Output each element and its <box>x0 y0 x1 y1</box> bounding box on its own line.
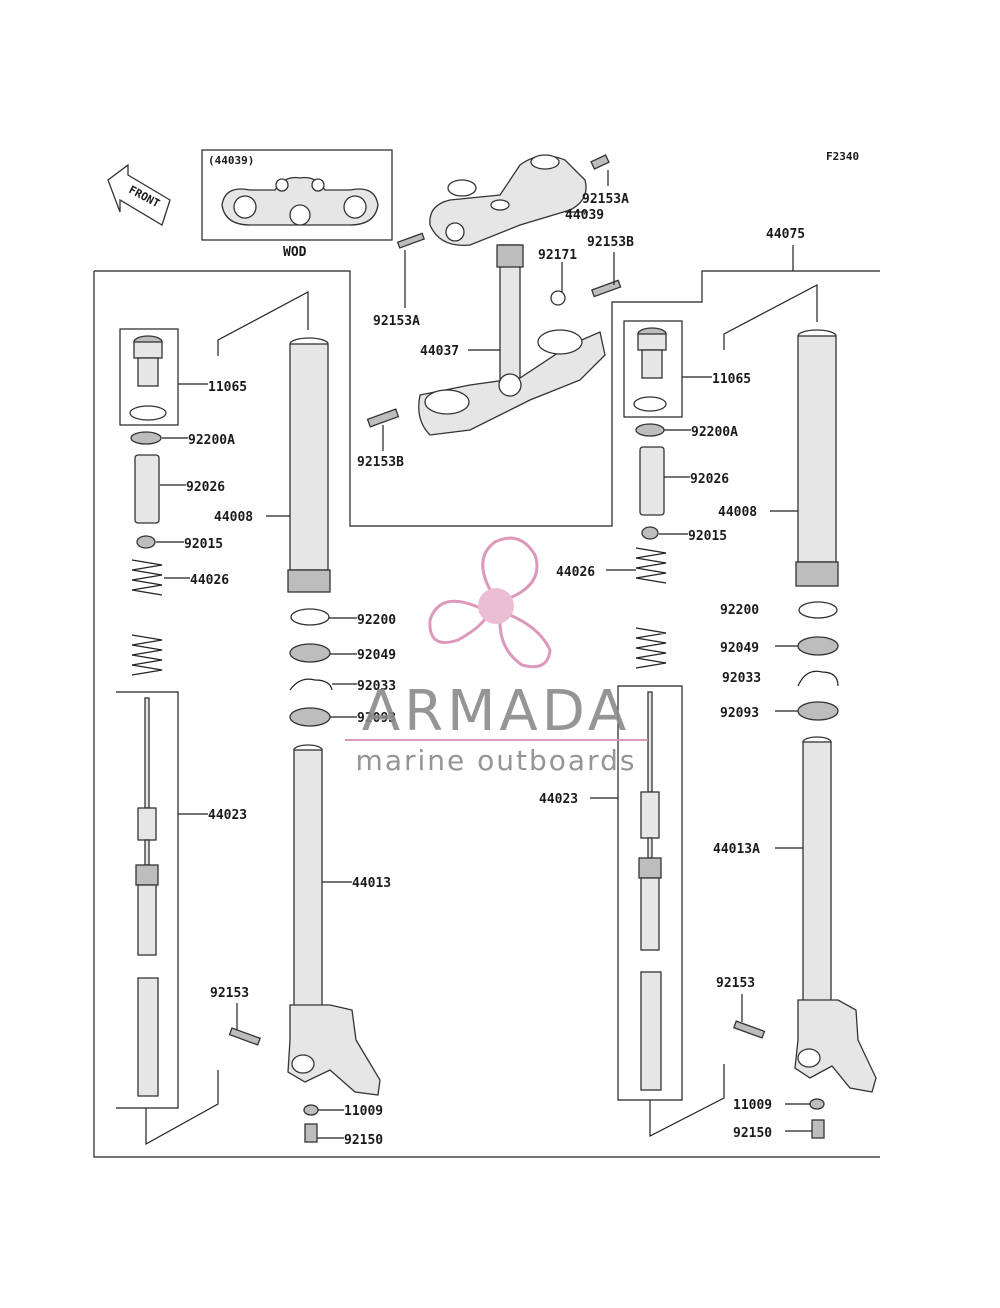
oil-seal-92093-icon <box>289 707 331 727</box>
figure-code: F2340 <box>826 150 859 163</box>
left-fork: 11065 92200A 92026 92015 44026 <box>116 291 396 1148</box>
fork-cap-icon <box>129 335 167 421</box>
label-l-44026: 44026 <box>190 573 229 588</box>
assembly-group-number: 44075 <box>766 227 805 242</box>
upper-clamp-44039-icon <box>429 154 587 246</box>
label-l-92026: 92026 <box>186 480 225 495</box>
label-l-92033: 92033 <box>357 679 396 694</box>
watermark-brand: ARMADA <box>362 679 630 744</box>
outer-tube-r-44008-icon <box>795 329 839 587</box>
label-r-92049: 92049 <box>720 641 759 656</box>
inset-part-number: (44039) <box>208 154 254 167</box>
spring-44026-icon <box>131 559 163 676</box>
watermark-tagline: marine outboards <box>356 744 637 777</box>
washer-r-11009-icon <box>809 1098 825 1110</box>
ring-r-92200-icon <box>798 601 838 619</box>
armada-watermark: ARMADA marine outboards <box>345 536 648 777</box>
label-44039: 44039 <box>565 208 604 223</box>
damper-rod-r-44023-icon <box>638 691 662 1091</box>
label-r-92033: 92033 <box>722 671 761 686</box>
label-r-92026: 92026 <box>690 472 729 487</box>
label-r-92200a: 92200A <box>691 425 738 440</box>
seal-92049-icon <box>289 643 331 663</box>
label-r-44026: 44026 <box>556 565 595 580</box>
label-l-44023: 44023 <box>208 808 247 823</box>
label-r-11009: 11009 <box>733 1098 772 1113</box>
frame-lines <box>93 245 880 1158</box>
inset-box: (44039) WOD <box>201 149 393 260</box>
label-l-11065: 11065 <box>208 380 247 395</box>
fork-cap-right-icon <box>633 327 667 412</box>
label-l-11009: 11009 <box>344 1104 383 1119</box>
label-l-92093: 92093 <box>357 711 396 726</box>
bolt-92153-left-icon <box>228 1027 261 1046</box>
clip-92033-icon <box>289 678 333 691</box>
bolt-r-92153-icon <box>733 1020 766 1039</box>
clip-r-92033-icon <box>797 670 839 687</box>
label-l-92153: 92153 <box>210 986 249 1001</box>
collar-92026-icon <box>134 454 160 524</box>
label-r-92093: 92093 <box>720 706 759 721</box>
label-r-92015: 92015 <box>688 529 727 544</box>
ring-92200-icon <box>290 608 330 626</box>
label-r-44013a: 44013A <box>713 842 760 857</box>
bolt-92150-icon <box>304 1123 318 1143</box>
inset-variant: WOD <box>283 245 307 260</box>
collar-r-92026-icon <box>639 446 665 516</box>
upper-clamp-wod-icon <box>221 176 379 226</box>
damper-rod-44023-icon <box>135 697 159 1097</box>
inner-tube-44013-icon <box>287 744 381 1096</box>
label-r-44023: 44023 <box>539 792 578 807</box>
inner-tube-r-44013a-icon <box>794 736 877 1093</box>
label-l-92200: 92200 <box>357 613 396 628</box>
nut-92015-icon <box>136 535 156 549</box>
spring-r-44026-icon <box>635 547 667 669</box>
label-92153b-upper: 92153B <box>587 235 634 250</box>
label-r-92153: 92153 <box>716 976 755 991</box>
label-92153b-lower: 92153B <box>357 455 404 470</box>
seal-r-92049-icon <box>797 636 839 656</box>
washer-11009-icon <box>303 1104 319 1116</box>
right-fork: 11065 92200A 92026 92015 44026 44023 <box>539 284 877 1141</box>
bolt-92153a-left-icon <box>396 232 426 249</box>
label-r-44008: 44008 <box>718 505 757 520</box>
bolt-92153b-right-icon <box>590 279 622 298</box>
label-92153a-lower: 92153A <box>373 314 420 329</box>
label-l-92015: 92015 <box>184 537 223 552</box>
propeller-logo-icon <box>428 536 552 669</box>
label-l-92200a: 92200A <box>188 433 235 448</box>
oil-seal-r-92093-icon <box>797 701 839 721</box>
label-r-11065: 11065 <box>712 372 751 387</box>
label-92171: 92171 <box>538 248 577 263</box>
bolt-r-92150-icon <box>811 1119 825 1139</box>
label-r-92150: 92150 <box>733 1126 772 1141</box>
label-l-44008: 44008 <box>214 510 253 525</box>
outer-tube-44008-icon <box>287 337 331 593</box>
label-l-92150: 92150 <box>344 1133 383 1148</box>
washer-92200a-icon <box>130 431 162 445</box>
bolt-92153b-left-icon <box>366 408 400 428</box>
front-arrow-icon: FRONT <box>107 163 171 226</box>
label-r-92200: 92200 <box>720 603 759 618</box>
bolt-92153a-right-icon <box>590 154 610 170</box>
label-l-92049: 92049 <box>357 648 396 663</box>
label-44037: 44037 <box>420 344 459 359</box>
steering-stem-group: 92153A 44039 92153B 92171 92153A 44037 9… <box>357 154 634 470</box>
washer-r-92200a-icon <box>635 423 665 437</box>
stem-44037-icon <box>418 244 606 436</box>
nut-r-92015-icon <box>641 526 659 540</box>
clip-92171-icon <box>550 290 566 306</box>
label-l-44013: 44013 <box>352 876 391 891</box>
label-92153a-upper: 92153A <box>582 192 629 207</box>
